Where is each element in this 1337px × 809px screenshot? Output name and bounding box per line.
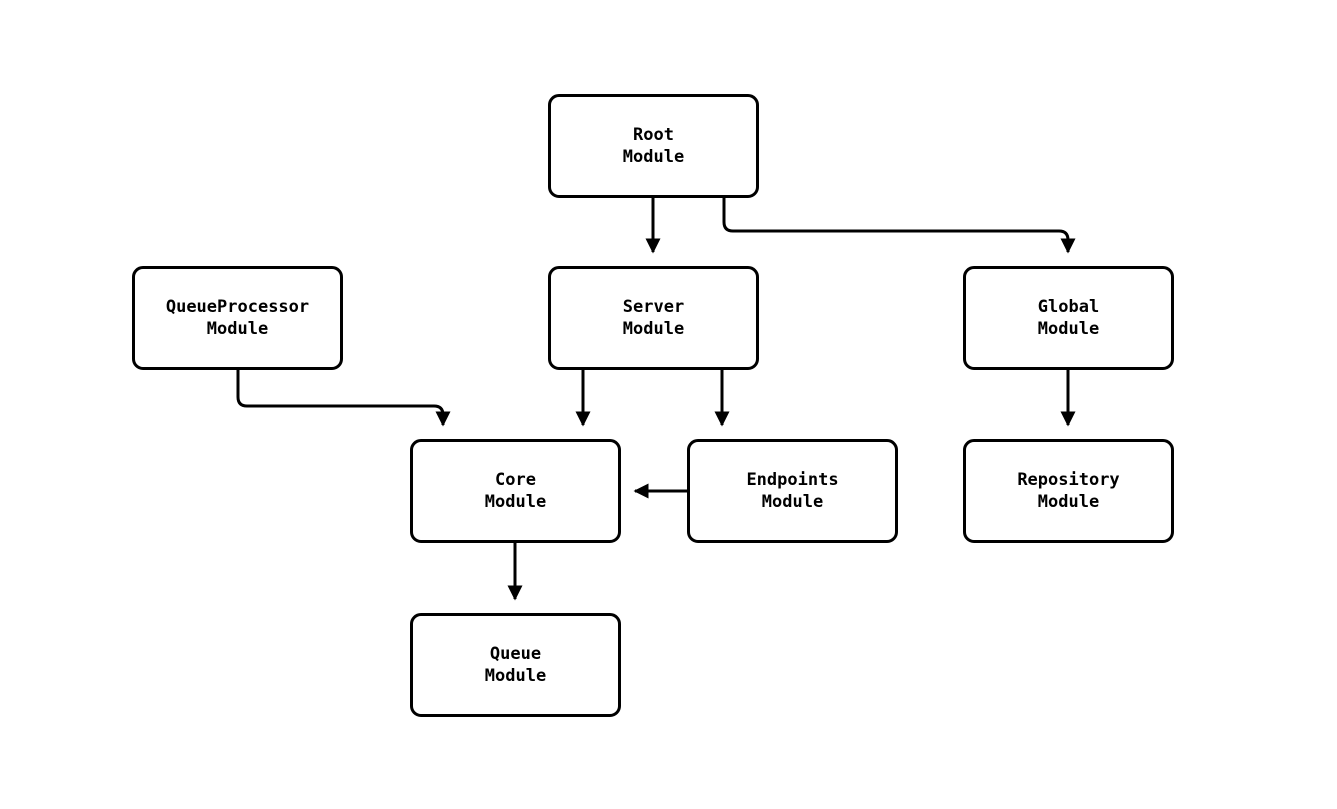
node-global-module[interactable]: Global Module [963,266,1174,370]
node-endpoints-module-label: Endpoints Module [746,470,839,512]
node-endpoints-module[interactable]: Endpoints Module [687,439,898,543]
node-root-module-label: Root Module [622,125,685,167]
node-repository-module[interactable]: Repository Module [963,439,1174,543]
node-global-module-label: Global Module [1037,297,1100,339]
node-server-module-label: Server Module [622,297,685,339]
node-queue-module[interactable]: Queue Module [410,613,621,717]
node-core-module-label: Core Module [484,470,547,512]
node-queueprocessor-module[interactable]: QueueProcessor Module [132,266,343,370]
node-root-module[interactable]: Root Module [548,94,759,198]
node-queueprocessor-module-label: QueueProcessor Module [165,297,310,339]
edge-root-to-global [722,198,1076,254]
node-server-module[interactable]: Server Module [548,266,759,370]
node-queue-module-label: Queue Module [484,644,547,686]
node-core-module[interactable]: Core Module [410,439,621,543]
edge-queueprocessor-to-core [236,370,451,427]
node-repository-module-label: Repository Module [1017,470,1120,512]
